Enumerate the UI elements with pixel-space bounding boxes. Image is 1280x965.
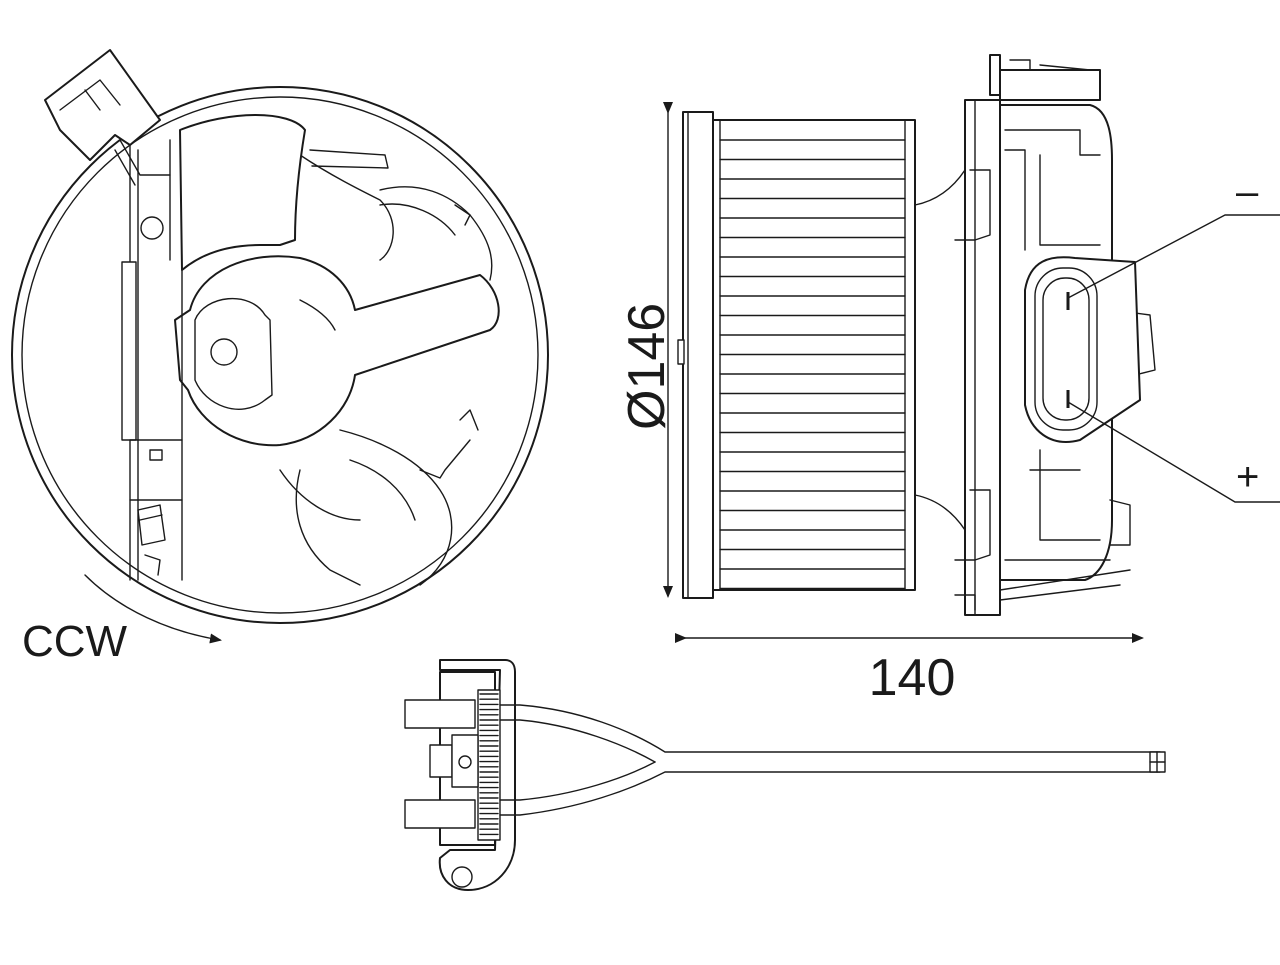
front-view: CCW bbox=[11, 49, 549, 666]
wire-lower-inner bbox=[499, 761, 656, 801]
housing-outer-circle bbox=[11, 86, 549, 624]
negative-terminal-label: – bbox=[1236, 170, 1259, 214]
wire-upper-inner bbox=[499, 719, 656, 763]
housing-inner-circle bbox=[21, 96, 539, 614]
fan-slats bbox=[719, 119, 906, 591]
negative-leader-line bbox=[1067, 214, 1280, 299]
harness-tab-lower bbox=[404, 799, 476, 829]
side-view: Ø146 bbox=[618, 54, 1280, 707]
connector-top bbox=[44, 49, 171, 186]
wiring-harness-view bbox=[404, 659, 1166, 891]
rotation-arrow bbox=[84, 574, 222, 644]
harness-ribs bbox=[479, 693, 499, 836]
mounting-bracket bbox=[121, 114, 306, 581]
length-label: 140 bbox=[869, 649, 956, 707]
harness-plate bbox=[477, 689, 501, 841]
hub bbox=[174, 255, 500, 447]
positive-terminal-label: + bbox=[1236, 455, 1259, 499]
diameter-label: Ø146 bbox=[618, 303, 676, 430]
fan-blades bbox=[279, 149, 493, 586]
harness-tab-upper bbox=[404, 699, 476, 729]
wire-upper bbox=[499, 704, 1161, 753]
wire-lower bbox=[499, 771, 1161, 816]
fan-wheel bbox=[677, 111, 966, 599]
bracket-slot bbox=[121, 261, 137, 441]
motor-connector bbox=[1024, 256, 1141, 443]
shaft-hole bbox=[210, 338, 238, 366]
rotation-label: CCW bbox=[22, 617, 128, 666]
positive-leader-line bbox=[1067, 401, 1280, 503]
bracket-hole bbox=[140, 216, 164, 240]
harness-mount-hole bbox=[451, 866, 473, 888]
